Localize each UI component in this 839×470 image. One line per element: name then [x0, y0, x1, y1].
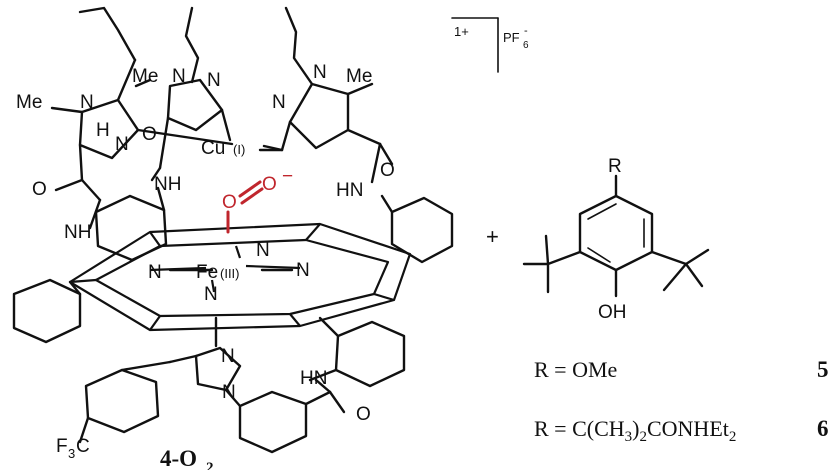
substituent-5-number: 5 [817, 357, 829, 382]
charge-bracket: 1+ PF 6 - [451, 17, 529, 73]
substituent-6-number: 6 [817, 416, 829, 441]
aryl-lower-left [12, 278, 82, 344]
copper-label: Cu [201, 138, 225, 159]
nitrogen-label-por-top: N [256, 240, 270, 261]
charge-label: 1+ [454, 24, 469, 39]
phenol-substrate: R OH [522, 156, 710, 323]
nitrogen-label-mid-2: N [207, 70, 221, 91]
nitrogen-label-right-1: N [313, 62, 327, 83]
aryl-lower-right [308, 316, 406, 388]
r-substituent-label: R [608, 156, 622, 177]
oxygen-atom-1: O [222, 192, 237, 213]
oxygen-atom-2: O [262, 174, 277, 195]
amide-nh-label-left: NH [64, 222, 91, 243]
amide-hn-label: HN [336, 180, 363, 201]
nitrogen-label-right-2: N [272, 92, 286, 113]
f3c-c: C [76, 436, 90, 457]
metal-bonds [168, 108, 294, 272]
plus-sign: + [486, 224, 499, 249]
nitrogen-label-left-2: N [115, 134, 129, 155]
complex-label-main: 4-O [160, 446, 197, 470]
aryl-upper-right [380, 194, 454, 264]
complex-4-o2: 1+ PF 6 - [12, 6, 529, 470]
nitrogen-label-mid-1: N [172, 66, 186, 87]
substituent-table: R = OMe 5 R = C(CH3)2CONHEt2 6 [534, 357, 829, 445]
propyl-chains [78, 6, 314, 86]
iron-oxidation: (III) [220, 266, 240, 281]
f3c-subscript: 3 [68, 446, 75, 461]
oxygen-label-right: O [380, 160, 395, 181]
complex-label-subscript: 2 [206, 460, 214, 470]
oxide-charge: − [282, 166, 293, 187]
amide-nh-label: NH [154, 174, 181, 195]
complex-label: 4-O 2 [160, 446, 214, 470]
oxygen-label-left: O [32, 179, 47, 200]
substituent-5-text: R = OMe [534, 357, 617, 382]
left-imidazole [50, 58, 234, 230]
aryl-upper-left [94, 186, 168, 262]
counterion-subscript: 6 [523, 40, 529, 51]
porphyrin-core [68, 222, 412, 332]
right-imidazole [258, 82, 394, 184]
iron-label: Fe [196, 262, 218, 283]
nitrogen-label-por-right: N [296, 260, 310, 281]
substituent-6-text: R = C(CH3)2CONHEt2 [534, 416, 736, 445]
methyl-label-upper: Me [132, 66, 158, 87]
copper-oxidation: (I) [233, 142, 245, 157]
counterion-label: PF [503, 30, 520, 45]
f3c-f: F [56, 436, 68, 457]
superoxo-ligand: O O − [222, 166, 293, 234]
nitrogen-label-por-left: N [148, 262, 162, 283]
proximal-imidazole [78, 316, 346, 454]
oxygen-label-upper: O [142, 124, 157, 145]
oxygen-label-lower: O [356, 404, 371, 425]
methyl-label-left: Me [16, 92, 42, 113]
nitrogen-label-left: N [80, 92, 94, 113]
counterion-superscript: - [524, 25, 528, 37]
middle-imidazole [150, 78, 224, 182]
nitrogen-label-prox-1: N [221, 346, 235, 367]
nitrogen-label-prox-2: N [222, 382, 236, 403]
nitrogen-label-por-bottom: N [204, 284, 218, 305]
atom-labels: Me Me Me N N N N N N O H O O NH HN NH HN… [16, 62, 395, 461]
methyl-label-right: Me [346, 66, 372, 87]
amide-hn-label-lower: HN [300, 368, 327, 389]
hydroxyl-label: OH [598, 302, 627, 323]
hydrogen-label: H [96, 120, 110, 141]
